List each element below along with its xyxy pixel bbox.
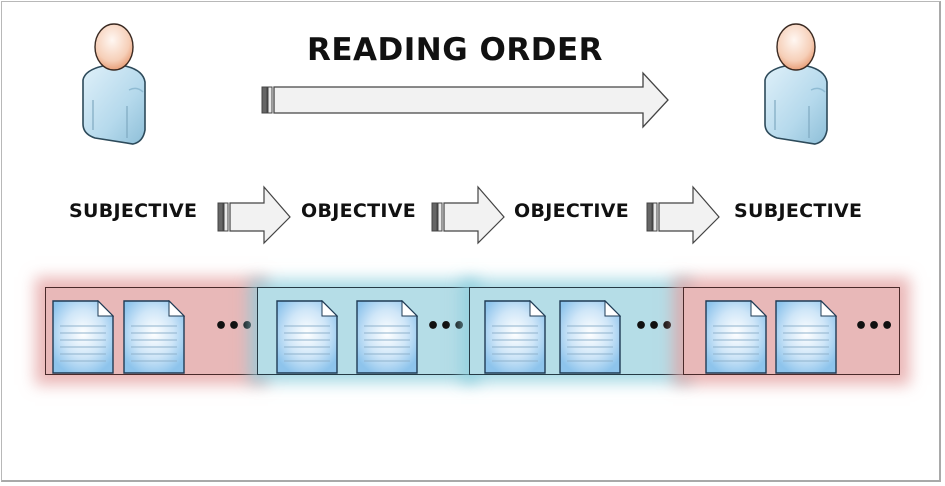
stage-label-2: OBJECTIVE	[301, 200, 417, 222]
stage-label-3: OBJECTIVE	[514, 200, 630, 222]
stage-label-1: SUBJECTIVE	[69, 200, 198, 222]
stage-arrow-icon-3	[646, 185, 720, 245]
segment-objective-1: •••	[257, 287, 471, 375]
reading-order-arrow-icon	[261, 71, 669, 129]
stage-label-4: SUBJECTIVE	[734, 200, 863, 222]
segment-objective-2: •••	[469, 287, 684, 375]
person-icon-start	[82, 23, 146, 145]
document-icon	[775, 300, 837, 374]
person-icon-end	[764, 23, 828, 145]
document-icon	[276, 300, 338, 374]
ellipsis: •••	[214, 314, 254, 339]
document-icon	[52, 300, 114, 374]
document-icon	[123, 300, 185, 374]
stage-arrow-icon-1	[217, 185, 291, 245]
document-icon	[356, 300, 418, 374]
document-icon	[484, 300, 546, 374]
ellipsis: •••	[634, 314, 674, 339]
reading-order-title: READING ORDER	[307, 32, 603, 68]
ellipsis: •••	[854, 314, 894, 339]
document-icon	[559, 300, 621, 374]
document-icon	[705, 300, 767, 374]
segment-subjective-1: •••	[45, 287, 258, 375]
ellipsis: •••	[426, 314, 466, 339]
segment-subjective-2: •••	[683, 287, 900, 375]
stage-arrow-icon-2	[431, 185, 505, 245]
